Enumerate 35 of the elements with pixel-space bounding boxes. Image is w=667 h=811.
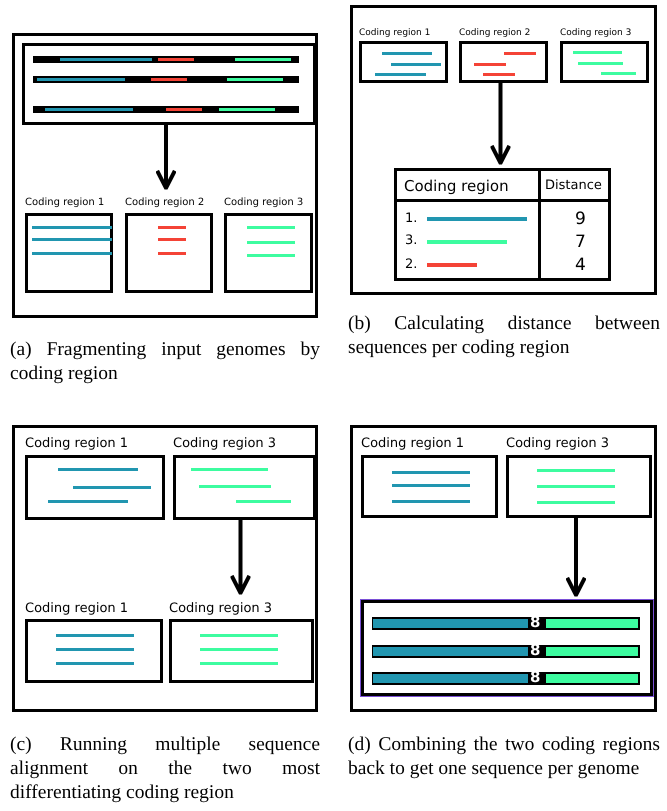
genome-frame [22, 43, 316, 125]
panel-frame [350, 425, 657, 712]
figure-caption: (d) Combining the two coding regions back to get one sequence per genome [348, 733, 660, 781]
region-heading: Coding region 1 [25, 196, 104, 210]
region-heading: Coding region 1 [25, 600, 128, 618]
region-heading: Coding region 3 [169, 600, 272, 618]
figure-caption: (a) Fragmenting input genomes by coding region [10, 338, 320, 386]
panel-frame [350, 5, 657, 295]
region-heading: Coding region 3 [560, 27, 632, 40]
panel-frame [12, 425, 318, 712]
table-cell-text: 7 [575, 232, 586, 252]
table-cell-text: Coding region [404, 177, 509, 195]
table-cell-text: 3. [405, 233, 418, 248]
region-heading: Coding region 1 [361, 435, 464, 453]
region-heading: Coding region 2 [125, 196, 204, 210]
region-heading: Coding region 1 [359, 27, 430, 40]
region-heading: Coding region 1 [25, 435, 128, 453]
arrow [490, 82, 512, 165]
region-heading: Coding region 3 [224, 196, 304, 210]
arrow [155, 124, 177, 190]
region-heading: Coding region 3 [173, 435, 276, 453]
table-cell-text: 9 [575, 209, 586, 229]
figure-caption: (b) Calculating distance between sequences per coding region [348, 312, 660, 360]
distance-table [394, 168, 611, 281]
panel-frame [12, 33, 318, 318]
table-cell-text: 4 [575, 255, 586, 275]
combined-sequence-frame [361, 600, 653, 696]
region-heading: Coding region 3 [506, 435, 610, 453]
arrow [565, 517, 587, 597]
table-cell-text: 1. [405, 211, 418, 226]
table-cell-text: Distance [545, 178, 602, 193]
region-heading: Coding region 2 [459, 27, 530, 40]
table-cell-text: 2. [405, 257, 418, 272]
arrow [230, 519, 252, 595]
figure-caption: (c) Running multiple sequence alignment on the two most differentiating coding region [10, 733, 320, 805]
